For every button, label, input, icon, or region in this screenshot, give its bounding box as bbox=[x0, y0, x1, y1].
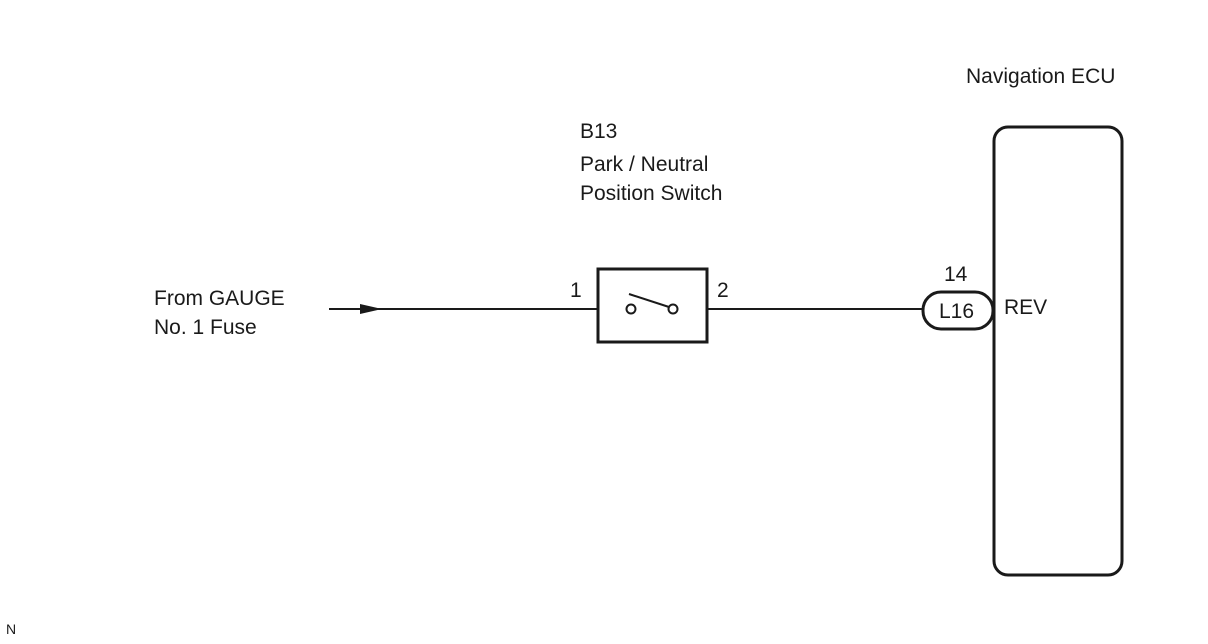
switch-pin-1: 1 bbox=[570, 279, 582, 302]
switch-code: B13 bbox=[580, 120, 617, 143]
source-label-line1: From GAUGE bbox=[154, 287, 285, 310]
ecu-body bbox=[992, 125, 1124, 577]
switch-pin-2: 2 bbox=[717, 279, 729, 302]
source-label-line2: No. 1 Fuse bbox=[154, 316, 257, 339]
switch-symbol-icon bbox=[596, 267, 709, 344]
ecu-terminal-label: REV bbox=[1004, 296, 1047, 319]
switch-name-line2: Position Switch bbox=[580, 182, 722, 205]
connector-code: L16 bbox=[939, 300, 974, 323]
corner-mark: N bbox=[6, 621, 16, 637]
flow-arrow-icon bbox=[360, 304, 382, 314]
switch-name-line1: Park / Neutral bbox=[580, 153, 708, 176]
connector-pin: 14 bbox=[944, 263, 968, 286]
ecu-title: Navigation ECU bbox=[966, 65, 1115, 88]
